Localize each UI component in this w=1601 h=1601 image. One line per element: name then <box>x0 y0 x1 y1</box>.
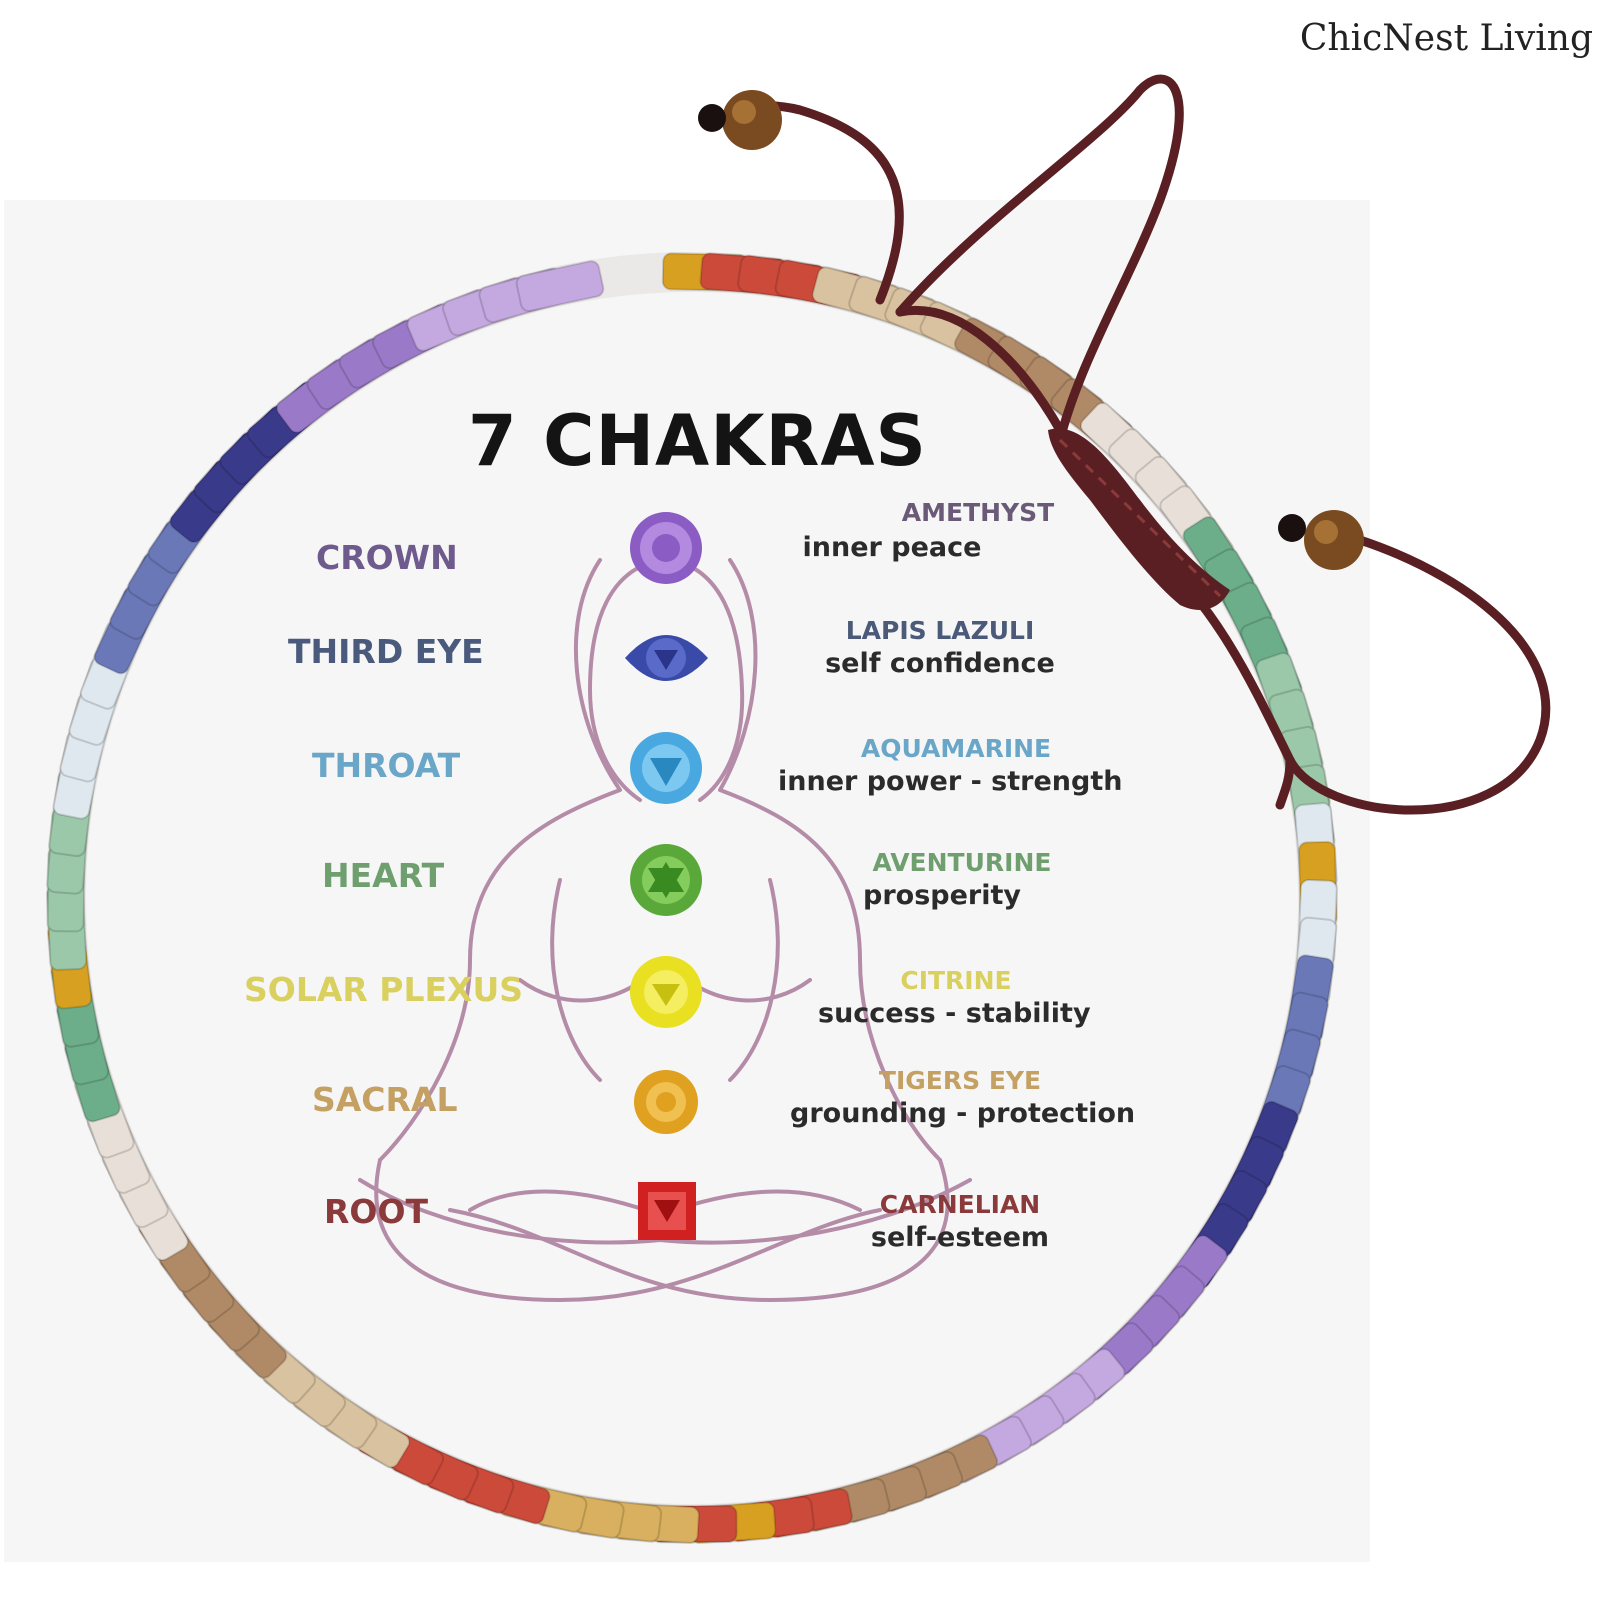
stone-carnelian: CARNELIAN <box>879 1190 1041 1219</box>
gemstone-bead <box>515 260 605 313</box>
page-title: 7 CHAKRAS <box>468 400 927 482</box>
root-chakra-icon <box>638 1182 696 1240</box>
meaning-sacral: grounding - protection <box>790 1098 1136 1129</box>
chakra-name-sacral: SACRAL <box>312 1080 458 1119</box>
chakra-name-solar-plexus: SOLAR PLEXUS <box>244 970 524 1009</box>
meaning-solar-plexus: success - stability <box>818 998 1091 1029</box>
meaning-third-eye: self confidence <box>825 648 1055 679</box>
solar-plexus-chakra-icon <box>630 956 702 1028</box>
stone-aquamarine: AQUAMARINE <box>860 734 1052 763</box>
chakra-name-root: ROOT <box>324 1192 429 1231</box>
tigers-eye-bead-right <box>1278 510 1364 570</box>
meaning-heart: prosperity <box>863 880 1021 911</box>
bracelet-beads <box>46 252 1338 1544</box>
meaning-throat: inner power - strength <box>778 766 1123 797</box>
chakra-name-heart: HEART <box>322 856 445 895</box>
throat-chakra-icon <box>630 732 702 804</box>
macrame-knot <box>1048 428 1230 610</box>
tigers-eye-bead-top <box>698 90 782 150</box>
stone-citrine: CITRINE <box>900 966 1012 995</box>
crown-chakra-icon <box>630 512 702 584</box>
sacral-chakra-icon <box>634 1070 698 1134</box>
chakra-name-crown: CROWN <box>316 538 458 577</box>
meaning-root: self-esteem <box>870 1222 1050 1253</box>
meaning-crown: inner peace <box>802 532 982 563</box>
stone-tigers-eye: TIGERS EYE <box>878 1066 1042 1095</box>
stone-lapis-lazuli: LAPIS LAZULI <box>845 616 1035 645</box>
heart-chakra-icon <box>630 844 702 916</box>
brand-watermark: ChicNest Living <box>1299 18 1593 59</box>
chakra-name-third-eye: THIRD EYE <box>288 632 484 671</box>
stone-amethyst: AMETHYST <box>901 498 1055 527</box>
stone-aventurine: AVENTURINE <box>872 848 1052 877</box>
chakra-name-throat: THROAT <box>312 746 461 785</box>
third-eye-chakra-icon <box>625 635 708 681</box>
